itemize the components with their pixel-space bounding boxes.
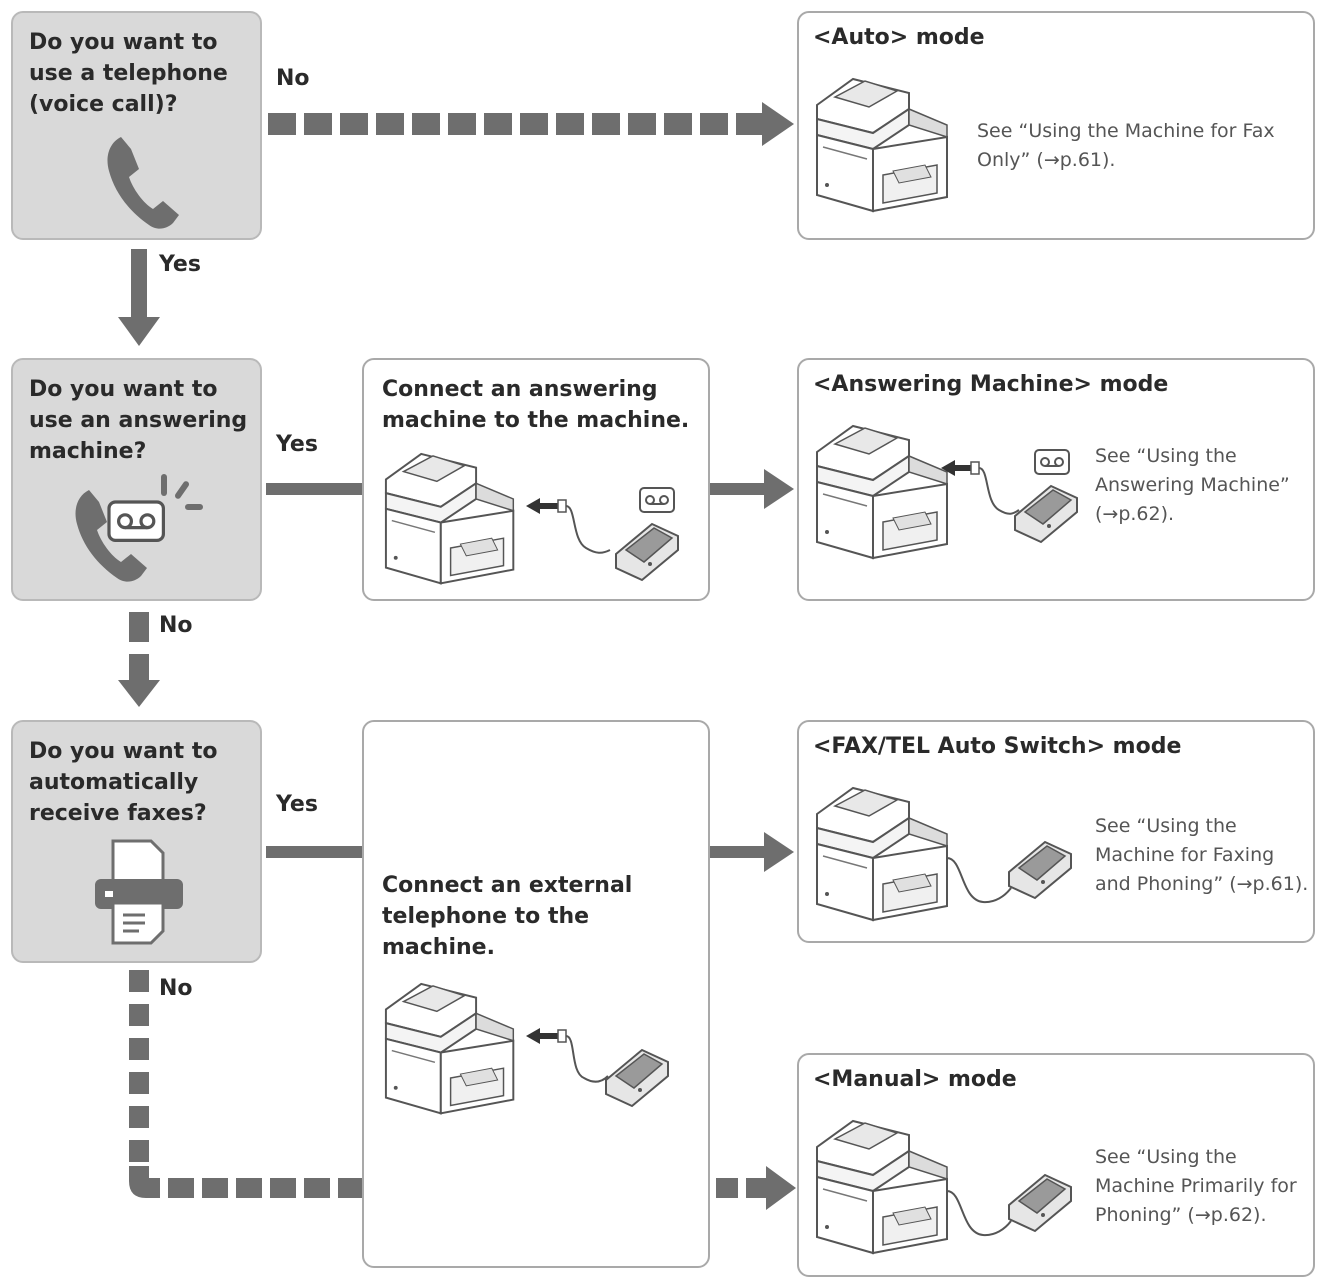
mode-description: See “Using the Answering Machine” (→p.62… (1095, 445, 1290, 525)
handset-icon (107, 137, 179, 229)
mode-title: <Manual> mode (813, 1067, 1017, 1092)
connect-answering-machine-box: Connect an answering machine to the mach… (362, 358, 710, 601)
printer-telephone-illustration (816, 1120, 1072, 1254)
question-text: Do you want to use an answering machine? (29, 377, 248, 464)
mode-box-auto: <Auto> mode See “Using the Machine for F… (797, 11, 1315, 240)
printer-answering-illustration (816, 425, 1078, 559)
question-box-auto-receive: Do you want to automatically receive fax… (11, 720, 262, 963)
label-q1-yes: Yes (159, 252, 201, 277)
question-box-telephone: Do you want to use a telephone (voice ca… (11, 11, 262, 240)
connect-external-telephone-box: Connect an external telephone to the mac… (362, 720, 710, 1268)
printer-illustration (816, 78, 948, 212)
answering-machine-icon (75, 474, 203, 582)
mode-description: See “Using the Machine Primarily for Pho… (1095, 1146, 1297, 1226)
mode-box-manual: <Manual> mode See “Using the Machine Pri… (797, 1053, 1315, 1277)
label-q2-no: No (159, 613, 193, 638)
question-text: Do you want to automatically receive fax… (29, 739, 218, 826)
label-q1-no: No (276, 66, 310, 91)
printer-answering-illustration (384, 452, 679, 585)
mode-description: See “Using the Machine for Fax Only” (→p… (977, 120, 1275, 171)
fax-icon (95, 839, 183, 945)
printer-telephone-illustration (816, 787, 1072, 921)
label-q2-yes: Yes (276, 432, 318, 457)
connect-external-text: Connect an external telephone to the mac… (382, 873, 633, 960)
question-box-answering-machine: Do you want to use an answering machine? (11, 358, 262, 601)
label-q3-yes: Yes (276, 792, 318, 817)
printer-telephone-illustration (384, 982, 669, 1115)
mode-box-faxtel-auto-switch: <FAX/TEL Auto Switch> mode See “Using th… (797, 720, 1315, 943)
label-q3-no: No (159, 976, 193, 1001)
mode-description: See “Using the Machine for Faxing and Ph… (1095, 815, 1309, 895)
mode-box-answering-machine: <Answering Machine> mode See “Using the … (797, 358, 1315, 601)
mode-title: <FAX/TEL Auto Switch> mode (813, 734, 1182, 759)
mode-title: <Auto> mode (813, 25, 985, 50)
connect-answering-text: Connect an answering machine to the mach… (382, 377, 690, 433)
mode-title: <Answering Machine> mode (813, 372, 1169, 397)
arrow-q1-yes (118, 249, 160, 346)
question-text: Do you want to use a telephone (voice ca… (29, 30, 228, 117)
arrow-q2-no (118, 612, 160, 707)
arrow-q1-no (268, 102, 794, 146)
